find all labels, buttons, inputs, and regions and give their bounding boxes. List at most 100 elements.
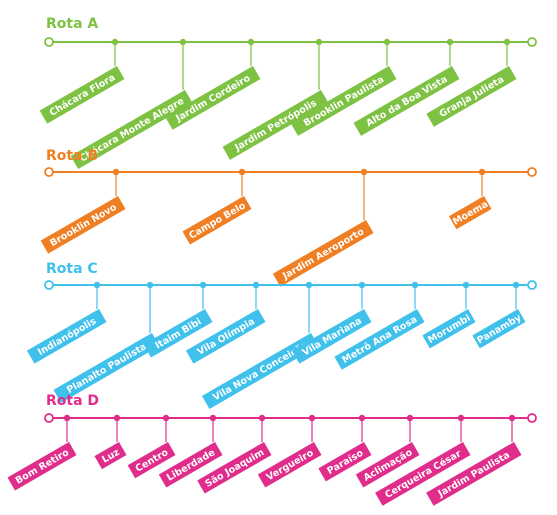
stop: Morumbi (422, 281, 476, 349)
stop-label-tag: Brooklin Novo (40, 196, 126, 254)
stop-label: Brooklin Novo (48, 202, 119, 249)
stop-label-tag: Indianópolis (26, 309, 107, 364)
stop-dot (252, 281, 260, 289)
route-b-title: Rota B (46, 148, 98, 164)
stop-label-box (26, 309, 107, 364)
stop-label-box (334, 309, 425, 370)
stop: Jardim Petrópolis (222, 38, 329, 160)
stop-dot (305, 281, 313, 289)
stop-dot (478, 168, 486, 176)
stop-dot (199, 281, 207, 289)
stop-dot (411, 281, 419, 289)
stop-dot (383, 38, 391, 46)
stop-dot (63, 414, 71, 422)
stop-dot (162, 414, 170, 422)
stop-dot (406, 414, 414, 422)
stop-label: Planalto Paulista (65, 341, 149, 396)
stop: Bom Retiro (7, 414, 77, 491)
stop: Indianópolis (26, 281, 107, 364)
route-end-terminal (527, 167, 537, 177)
stop: Jardim Cordeiro (165, 38, 261, 130)
stop-label-tag: Bom Retiro (7, 442, 77, 491)
stop-label-tag: Moema (448, 196, 492, 230)
stop: Centro (127, 414, 176, 479)
stop-label-box (426, 442, 522, 506)
stop-label-box (355, 442, 420, 488)
stop-label: Jardim Aeroporto (280, 226, 366, 282)
stop-dot (238, 168, 246, 176)
stop-label-box (197, 442, 272, 494)
route-d-title: Rota D (46, 393, 99, 409)
stop-dot (112, 168, 120, 176)
stop-label-box (272, 220, 374, 287)
stop-label-box (182, 196, 252, 245)
stop: Jardim Aeroporto (272, 168, 374, 287)
stop-label-box (7, 442, 77, 491)
stop-label-box (290, 66, 397, 136)
route-end-terminal (527, 37, 537, 47)
route-start-terminal (44, 37, 54, 47)
route-start-terminal (44, 413, 54, 423)
route-start-terminal (44, 167, 54, 177)
stop-label: Vergueiro (265, 447, 316, 483)
stop-label-tag: Panamby (472, 309, 526, 349)
stop-dot (315, 38, 323, 46)
route-a-title: Rota A (46, 16, 98, 32)
stop-label-tag: Cerqueira César (375, 442, 471, 506)
stop: Chácara Flora (39, 38, 125, 124)
stop-dot (462, 281, 470, 289)
route-start-terminal (44, 280, 54, 290)
stop-label-box (422, 309, 476, 349)
stop-label-box (201, 333, 319, 409)
stop-label: Indianópolis (36, 316, 99, 358)
stop: Campo Belo (182, 168, 252, 245)
stop-label-box (257, 442, 322, 488)
stop-label: Campo Belo (187, 200, 248, 241)
stop-label-box (40, 196, 126, 254)
stop-dot (360, 168, 368, 176)
stop-dot (503, 38, 511, 46)
stop-label-box (318, 442, 372, 482)
stop: Luz (94, 414, 127, 470)
stop-label-tag: Metrô Ana Rosa (334, 309, 425, 370)
stop-dot (258, 414, 266, 422)
stop-label-box (472, 309, 526, 349)
stop-label: Panamby (475, 312, 524, 347)
stop-dot (358, 414, 366, 422)
stop: Moema (448, 168, 492, 230)
stop-dot (179, 38, 187, 46)
stop-label-tag: Chácara Flora (39, 66, 125, 124)
stop-label-box (53, 333, 160, 403)
stop-dot (457, 414, 465, 422)
stop-label-box (375, 442, 471, 506)
stop-label-box (426, 66, 517, 127)
stop-label-box (127, 442, 176, 479)
stop-label-box (94, 442, 127, 470)
stop-label-tag: Morumbi (422, 309, 476, 349)
stop-dot (508, 414, 516, 422)
stop-label: Bom Retiro (14, 447, 72, 487)
stop-label-tag: Luz (94, 442, 127, 470)
stop: Panamby (472, 281, 526, 349)
stop-label-box (39, 66, 125, 124)
route-end-terminal (527, 413, 537, 423)
stop-dot (446, 38, 454, 46)
stop-label-box (158, 442, 223, 488)
stop-dot (512, 281, 520, 289)
stop-label-box (448, 196, 492, 230)
stop-label-box (70, 90, 193, 169)
stop-label-box (222, 90, 329, 160)
stop-dot (146, 281, 154, 289)
stop: Brooklin Novo (40, 168, 126, 254)
stop-dot (247, 38, 255, 46)
route-c-title: Rota C (46, 261, 98, 277)
stop-dot (111, 38, 119, 46)
stop-label-tag: Jardim Aeroporto (272, 220, 374, 287)
